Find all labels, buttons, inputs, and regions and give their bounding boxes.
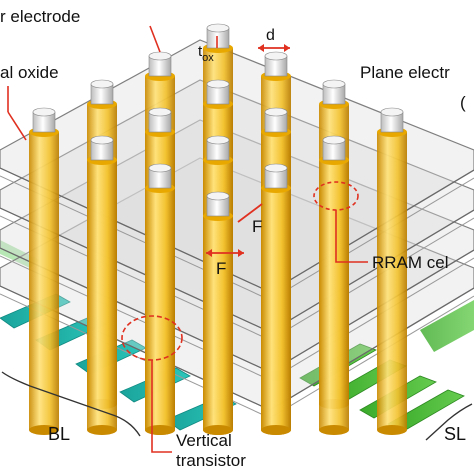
pillar-electrode-cap-top [148,51,172,61]
pillar-oxide-bottom [145,425,175,435]
pillar-oxide-bottom [29,425,59,435]
vertical-pillar [145,163,175,435]
pillar-electrode-cap-top [90,79,114,89]
pillar-electrode-cap-top [206,79,230,89]
pillar-oxide-bottom [203,425,233,435]
tox-subscript: ox [202,52,214,64]
pillar-array [29,23,407,435]
pillar-electrode-label: r electrode [0,7,80,26]
plane-electrode-layer [0,39,474,293]
vertical-pillar [377,107,407,435]
pillar-electrode-cap-top [90,135,114,145]
pillar-oxide-bottom [319,425,349,435]
bl-bracket [1,371,141,437]
vertical-pillar [29,107,59,435]
pillar-oxide-bottom [261,425,291,435]
pillar-oxide-bottom [87,425,117,435]
rram-cell-leader [335,210,368,263]
vertical-pillar [203,191,233,435]
pillar-oxide-body [145,188,175,430]
vertical-pillar [319,135,349,435]
bl-label: BL [48,424,70,444]
feature-f-bottom-label: F [216,259,226,278]
tox-main: t [198,43,203,60]
pillar-oxide-body [377,132,407,430]
pillar-oxide-bottom [377,425,407,435]
text-labels: r electrode al oxide d tox Plane electr … [0,7,466,470]
pillar-electrode-cap-top [206,191,230,201]
pillar-electrode-cap-top [264,163,288,173]
feature-f-right-arrow [237,203,263,223]
plane-electrode-layer [0,119,474,373]
vertical-pillar [261,163,291,435]
pillar-electrode-cap-top [380,107,404,117]
pillar-electrode-cap-top [148,163,172,173]
pillar-electrode-cap-top [206,23,230,33]
sl-label: SL [444,424,466,444]
source-line-strip [420,300,474,352]
pillar-oxide-body [319,160,349,430]
annotations [1,25,473,453]
vertical-transistor-label-line2: transistor [176,451,246,470]
plane-electrode-layer [0,79,474,333]
vertical-oxide-arrow [7,111,27,141]
pillar-electrode-cap-top [148,107,172,117]
pillar-electrode-cap-top [264,107,288,117]
vertical-transistor-label-line1: Vertical [176,431,232,450]
rram-cell-label: RRAM cel [372,253,449,272]
vertical-transistor-leader [151,360,172,453]
dimension-d-label: d [266,27,275,44]
pillar-electrode-cap-top [206,135,230,145]
pillar-electrode-leader [149,25,161,53]
sl-bracket [425,403,473,441]
pillar-electrode-cap-top [264,51,288,61]
pillar-oxide-body [203,216,233,430]
plane-electrode-label: Plane electr [360,63,450,82]
feature-f-right-label: F [252,217,262,236]
pillar-oxide-body [261,188,291,430]
vertical-pillar [87,135,117,435]
pillar-electrode-cap-top [322,79,346,89]
pillar-electrode-cap-top [32,107,56,117]
plane-electrode-layer [0,157,474,411]
plane-electrode-suffix: ( [460,93,466,112]
tox-label: tox [198,43,214,64]
pillar-oxide-body [87,160,117,430]
pillar-electrode-cap-top [322,135,346,145]
pillar-oxide-body [29,132,59,430]
vertical-oxide-label: al oxide [0,63,59,82]
